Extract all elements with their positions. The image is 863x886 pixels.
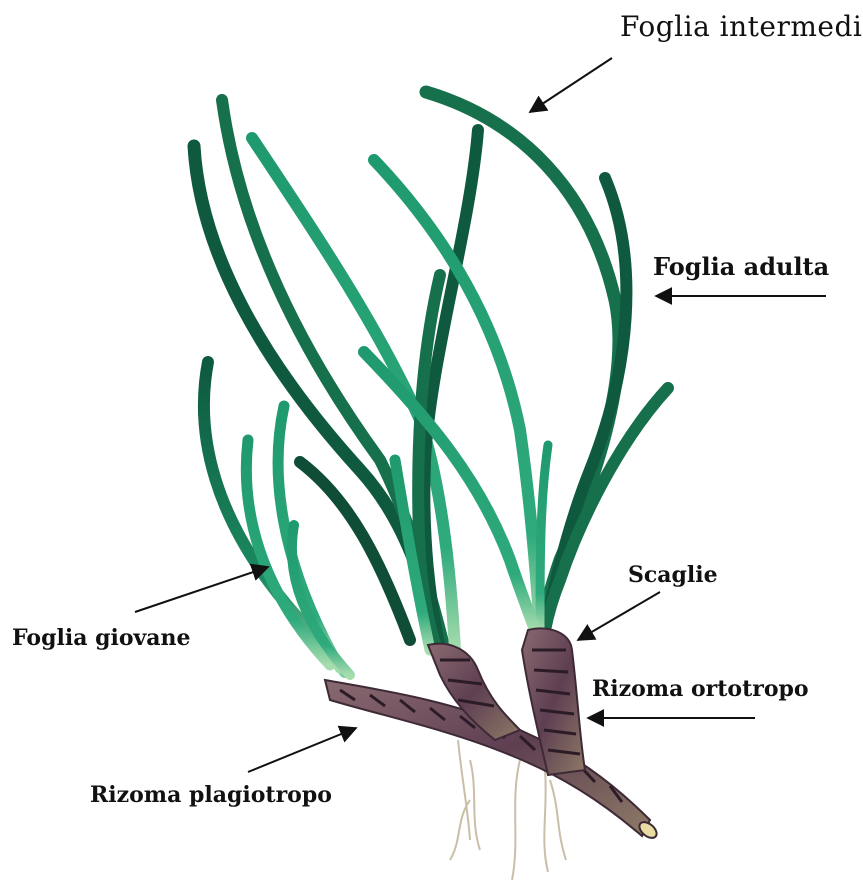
arrow-foglia-giovane [135, 567, 268, 612]
label-foglia-intermedia: Foglia intermedia [620, 10, 863, 43]
label-foglia-giovane: Foglia giovane [12, 625, 191, 651]
label-scaglie: Scaglie [628, 562, 718, 588]
arrow-scaglie [578, 592, 660, 640]
label-rizoma-plagiotropo: Rizoma plagiotropo [90, 782, 332, 808]
arrow-foglia-intermedia [530, 58, 612, 112]
label-foglia-adulta: Foglia adulta [653, 252, 829, 281]
leaves-young [204, 362, 350, 675]
leaves-adult [194, 100, 478, 660]
label-rizoma-ortotropo: Rizoma ortotropo [592, 676, 809, 702]
arrow-rizoma-plagiotropo [248, 728, 356, 772]
